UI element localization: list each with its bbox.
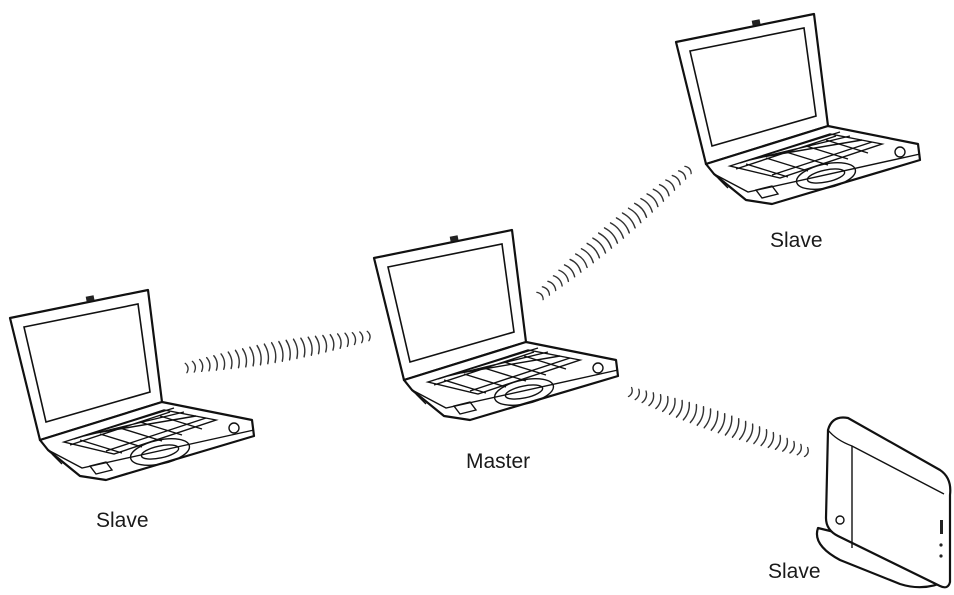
signal-wave	[292, 338, 300, 360]
base-station-icon	[815, 416, 952, 589]
signal-wave	[344, 332, 351, 348]
signal-wave	[703, 408, 714, 430]
signal-wave	[366, 330, 372, 342]
signal-wave	[665, 177, 677, 191]
signal-wave	[299, 337, 308, 358]
signal-wave	[536, 290, 546, 301]
signal-wave	[696, 405, 707, 427]
signal-wave	[682, 401, 692, 422]
signal-wave	[220, 352, 227, 371]
signal-wave	[648, 392, 656, 407]
signal-wave	[541, 284, 552, 296]
signal-wave	[745, 423, 756, 443]
signal-wave	[307, 336, 315, 356]
node-label-master: Master	[466, 450, 530, 473]
signal-wave	[731, 417, 742, 439]
wireless-signal-icon	[627, 386, 811, 458]
signal-wave	[351, 331, 358, 346]
signal-wave	[329, 333, 336, 351]
signal-wave	[213, 354, 220, 371]
signal-wave	[314, 335, 322, 355]
signal-wave	[227, 350, 234, 370]
signal-wave	[641, 390, 649, 404]
signal-wave	[277, 340, 286, 363]
signal-wave	[717, 412, 728, 435]
signal-wave	[661, 395, 671, 413]
signal-wave	[760, 428, 770, 447]
signal-wave	[359, 330, 365, 344]
signal-wave	[234, 349, 242, 369]
signal-wave	[270, 341, 279, 364]
signal-wave	[689, 403, 700, 424]
signal-wave	[198, 358, 205, 373]
signal-wave	[322, 334, 329, 353]
signal-wave	[796, 443, 804, 457]
wireless-signal-icon	[536, 164, 694, 301]
signal-wave	[191, 360, 197, 373]
signal-wave	[671, 173, 683, 186]
signal-wave	[774, 434, 783, 451]
laptop-icon	[8, 288, 256, 482]
signal-wave	[803, 446, 811, 458]
signal-wave	[552, 273, 565, 287]
signal-wave	[184, 362, 190, 374]
signal-wave	[684, 164, 694, 175]
signal-wave	[710, 410, 721, 432]
node-label-slave-top-right: Slave	[770, 229, 823, 252]
node-label-slave-bottom-right: Slave	[768, 560, 821, 583]
wireless-signal-icon	[184, 330, 372, 374]
signal-wave	[753, 426, 763, 445]
signal-wave	[634, 388, 642, 401]
signal-wave	[655, 393, 664, 410]
signal-wave	[205, 356, 212, 372]
signal-wave	[767, 431, 776, 449]
signal-wave	[789, 440, 797, 455]
signal-wave	[668, 397, 678, 416]
signal-wave	[675, 399, 685, 419]
laptop-icon	[674, 12, 922, 206]
signal-wave	[627, 386, 635, 398]
signal-wave	[558, 268, 571, 283]
signal-wave	[724, 415, 735, 437]
signal-wave	[547, 279, 558, 292]
signal-wave	[738, 420, 749, 441]
signal-wave	[263, 343, 271, 365]
signal-wave	[256, 344, 264, 366]
signal-wave	[248, 346, 257, 367]
signal-wave	[658, 182, 672, 197]
signal-wave	[677, 168, 688, 180]
signal-wave	[782, 437, 790, 453]
node-label-slave-left: Slave	[96, 509, 149, 532]
signal-wave	[336, 332, 343, 349]
signal-wave	[285, 339, 293, 361]
signal-wave	[241, 347, 249, 368]
